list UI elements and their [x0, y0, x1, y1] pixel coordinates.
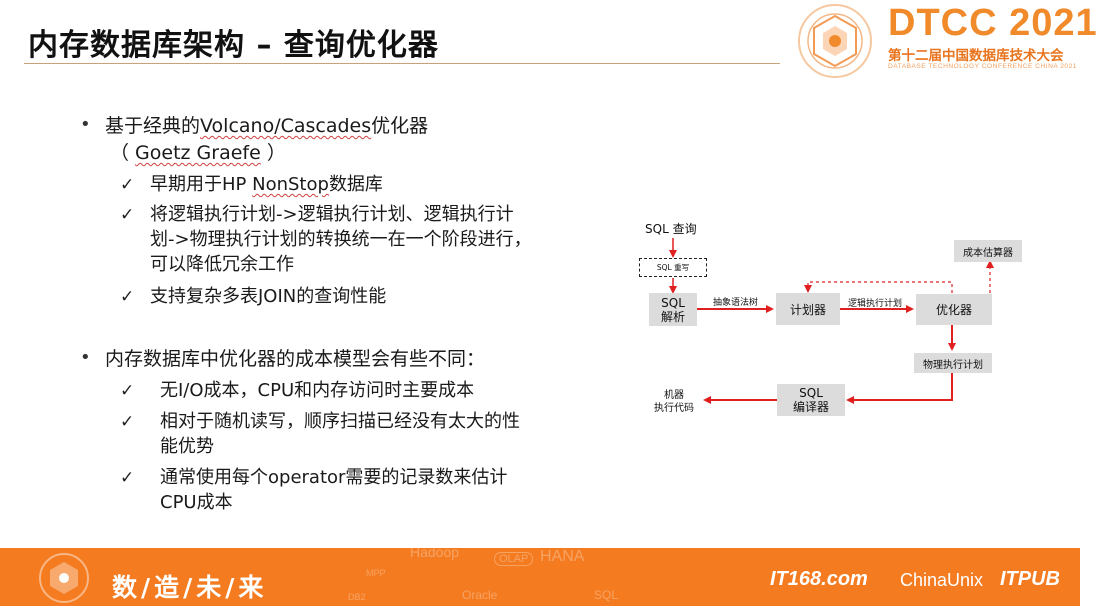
- bullet-1-prefix: 基于经典的: [105, 115, 201, 137]
- bullet-1-line-2: （ Goetz Graefe ）: [110, 141, 286, 165]
- sponsor-chinaunix-logo: ChinaUnix: [900, 570, 984, 590]
- watermark-hadoop: Hadoop: [410, 544, 460, 560]
- bullet-marker: •: [80, 347, 91, 368]
- ast-label: 抽象语法树: [713, 298, 759, 308]
- planner-box: 计划器: [776, 293, 840, 325]
- check-icon: ✓: [120, 287, 135, 307]
- bullet-1-author: Goetz Graefe: [135, 142, 261, 164]
- arrow-optimizer-feedback: [804, 281, 953, 293]
- sub-bullet-2-1: 无I/O成本，CPU和内存访问时主要成本: [160, 380, 475, 401]
- sql-parse-box: SQL 解析: [649, 293, 697, 326]
- footer-slogan: 数/造/未/来: [112, 573, 268, 602]
- bullet-1-link: Volcano/Cascades: [200, 115, 372, 137]
- optimizer-box: 优化器: [916, 294, 992, 325]
- sub-bullet-2-2-line-1: 相对于随机读写，顺序扫描已经没有太大的性: [160, 411, 520, 432]
- machine-code-label: 机器 执行代码: [654, 389, 694, 415]
- sponsor-itpub-logo: ITPUB: [1000, 568, 1060, 590]
- watermark-db2: DB2: [348, 592, 366, 602]
- bullet-1-paren-open: （: [110, 142, 136, 164]
- check-icon: ✓: [120, 205, 135, 225]
- check-icon: ✓: [120, 468, 135, 488]
- bullet-1-line-1: 基于经典的Volcano/Cascades优化器: [105, 114, 428, 138]
- physical-plan-box: 物理执行计划: [914, 353, 992, 373]
- sub-bullet-1-1: 早期用于HP NonStop数据库: [150, 173, 383, 197]
- bullet-marker: •: [80, 114, 91, 135]
- sub-bullet-2-2-line-2: 能优势: [160, 436, 214, 457]
- sub-bullet-1-2-line-1: 将逻辑执行计划->逻辑执行计划、逻辑执行计: [150, 204, 514, 225]
- title-divider: [24, 63, 780, 64]
- machine-code-line-1: 机器: [664, 390, 684, 401]
- dtcc-emblem-icon: [798, 4, 872, 78]
- bullet-1-paren-close: ）: [260, 142, 286, 164]
- sponsor-it168-logo: IT168.com: [770, 568, 868, 590]
- sql-rewrite-box: SQL 重写: [639, 258, 707, 277]
- sql-parse-line-2: 解析: [660, 309, 685, 324]
- watermark-olap: OLAP: [494, 552, 534, 566]
- footer-emblem-icon: [39, 553, 89, 603]
- sub-bullet-2-3-line-1: 通常使用每个operator需要的记录数来估计: [160, 467, 508, 488]
- logo-subtitle-en: DATABASE TECHNOLOGY CONFERENCE CHINA 202…: [888, 63, 1077, 70]
- logo-subtitle-cn: 第十二届中国数据库技术大会: [888, 48, 1064, 64]
- logo-name: DTCC 2021: [888, 2, 1098, 44]
- watermark-hana: HANA: [540, 548, 585, 565]
- bullet-2-line-1: 内存数据库中优化器的成本模型会有些不同：: [105, 348, 486, 370]
- sub-1-1-suffix: 数据库: [328, 174, 383, 195]
- watermark-oracle: Oracle: [462, 588, 498, 602]
- sql-compiler-line-2: 编译器: [792, 400, 829, 414]
- check-icon: ✓: [120, 381, 135, 401]
- footer-banner: Hadoop OLAP HANA MPP DB2 Oracle SQL: [0, 544, 1080, 606]
- watermark-mpp: MPP: [366, 568, 386, 578]
- check-icon: ✓: [120, 175, 135, 195]
- sub-bullet-1-3: 支持复杂多表JOIN的查询性能: [150, 286, 387, 307]
- sql-parse-line-1: SQL: [661, 295, 685, 310]
- check-icon: ✓: [120, 412, 135, 432]
- sub-bullet-1-2-line-2: 划->物理执行计划的转换统一在一个阶段进行，: [150, 229, 532, 250]
- sql-compiler-box: SQL 编译器: [777, 384, 845, 416]
- sub-bullet-2-3-line-2: CPU成本: [160, 492, 233, 513]
- page-title: 内存数据库架构 – 查询优化器: [28, 28, 439, 63]
- sql-compiler-line-1: SQL: [799, 386, 823, 400]
- sql-query-label: SQL 查询: [645, 222, 697, 236]
- machine-code-line-2: 执行代码: [654, 403, 694, 414]
- bullet-1-suffix: 优化器: [371, 115, 429, 137]
- sub-bullet-1-2-line-3: 可以降低冗余工作: [150, 254, 294, 275]
- watermark-sql: SQL: [594, 588, 619, 602]
- cost-estimator-box: 成本估算器: [954, 240, 1022, 262]
- sub-1-1-link: NonStop: [252, 174, 329, 195]
- logical-plan-label: 逻辑执行计划: [848, 299, 903, 309]
- sub-1-1-prefix: 早期用于HP: [150, 174, 253, 195]
- arrow-physical-to-compiler: [846, 373, 953, 404]
